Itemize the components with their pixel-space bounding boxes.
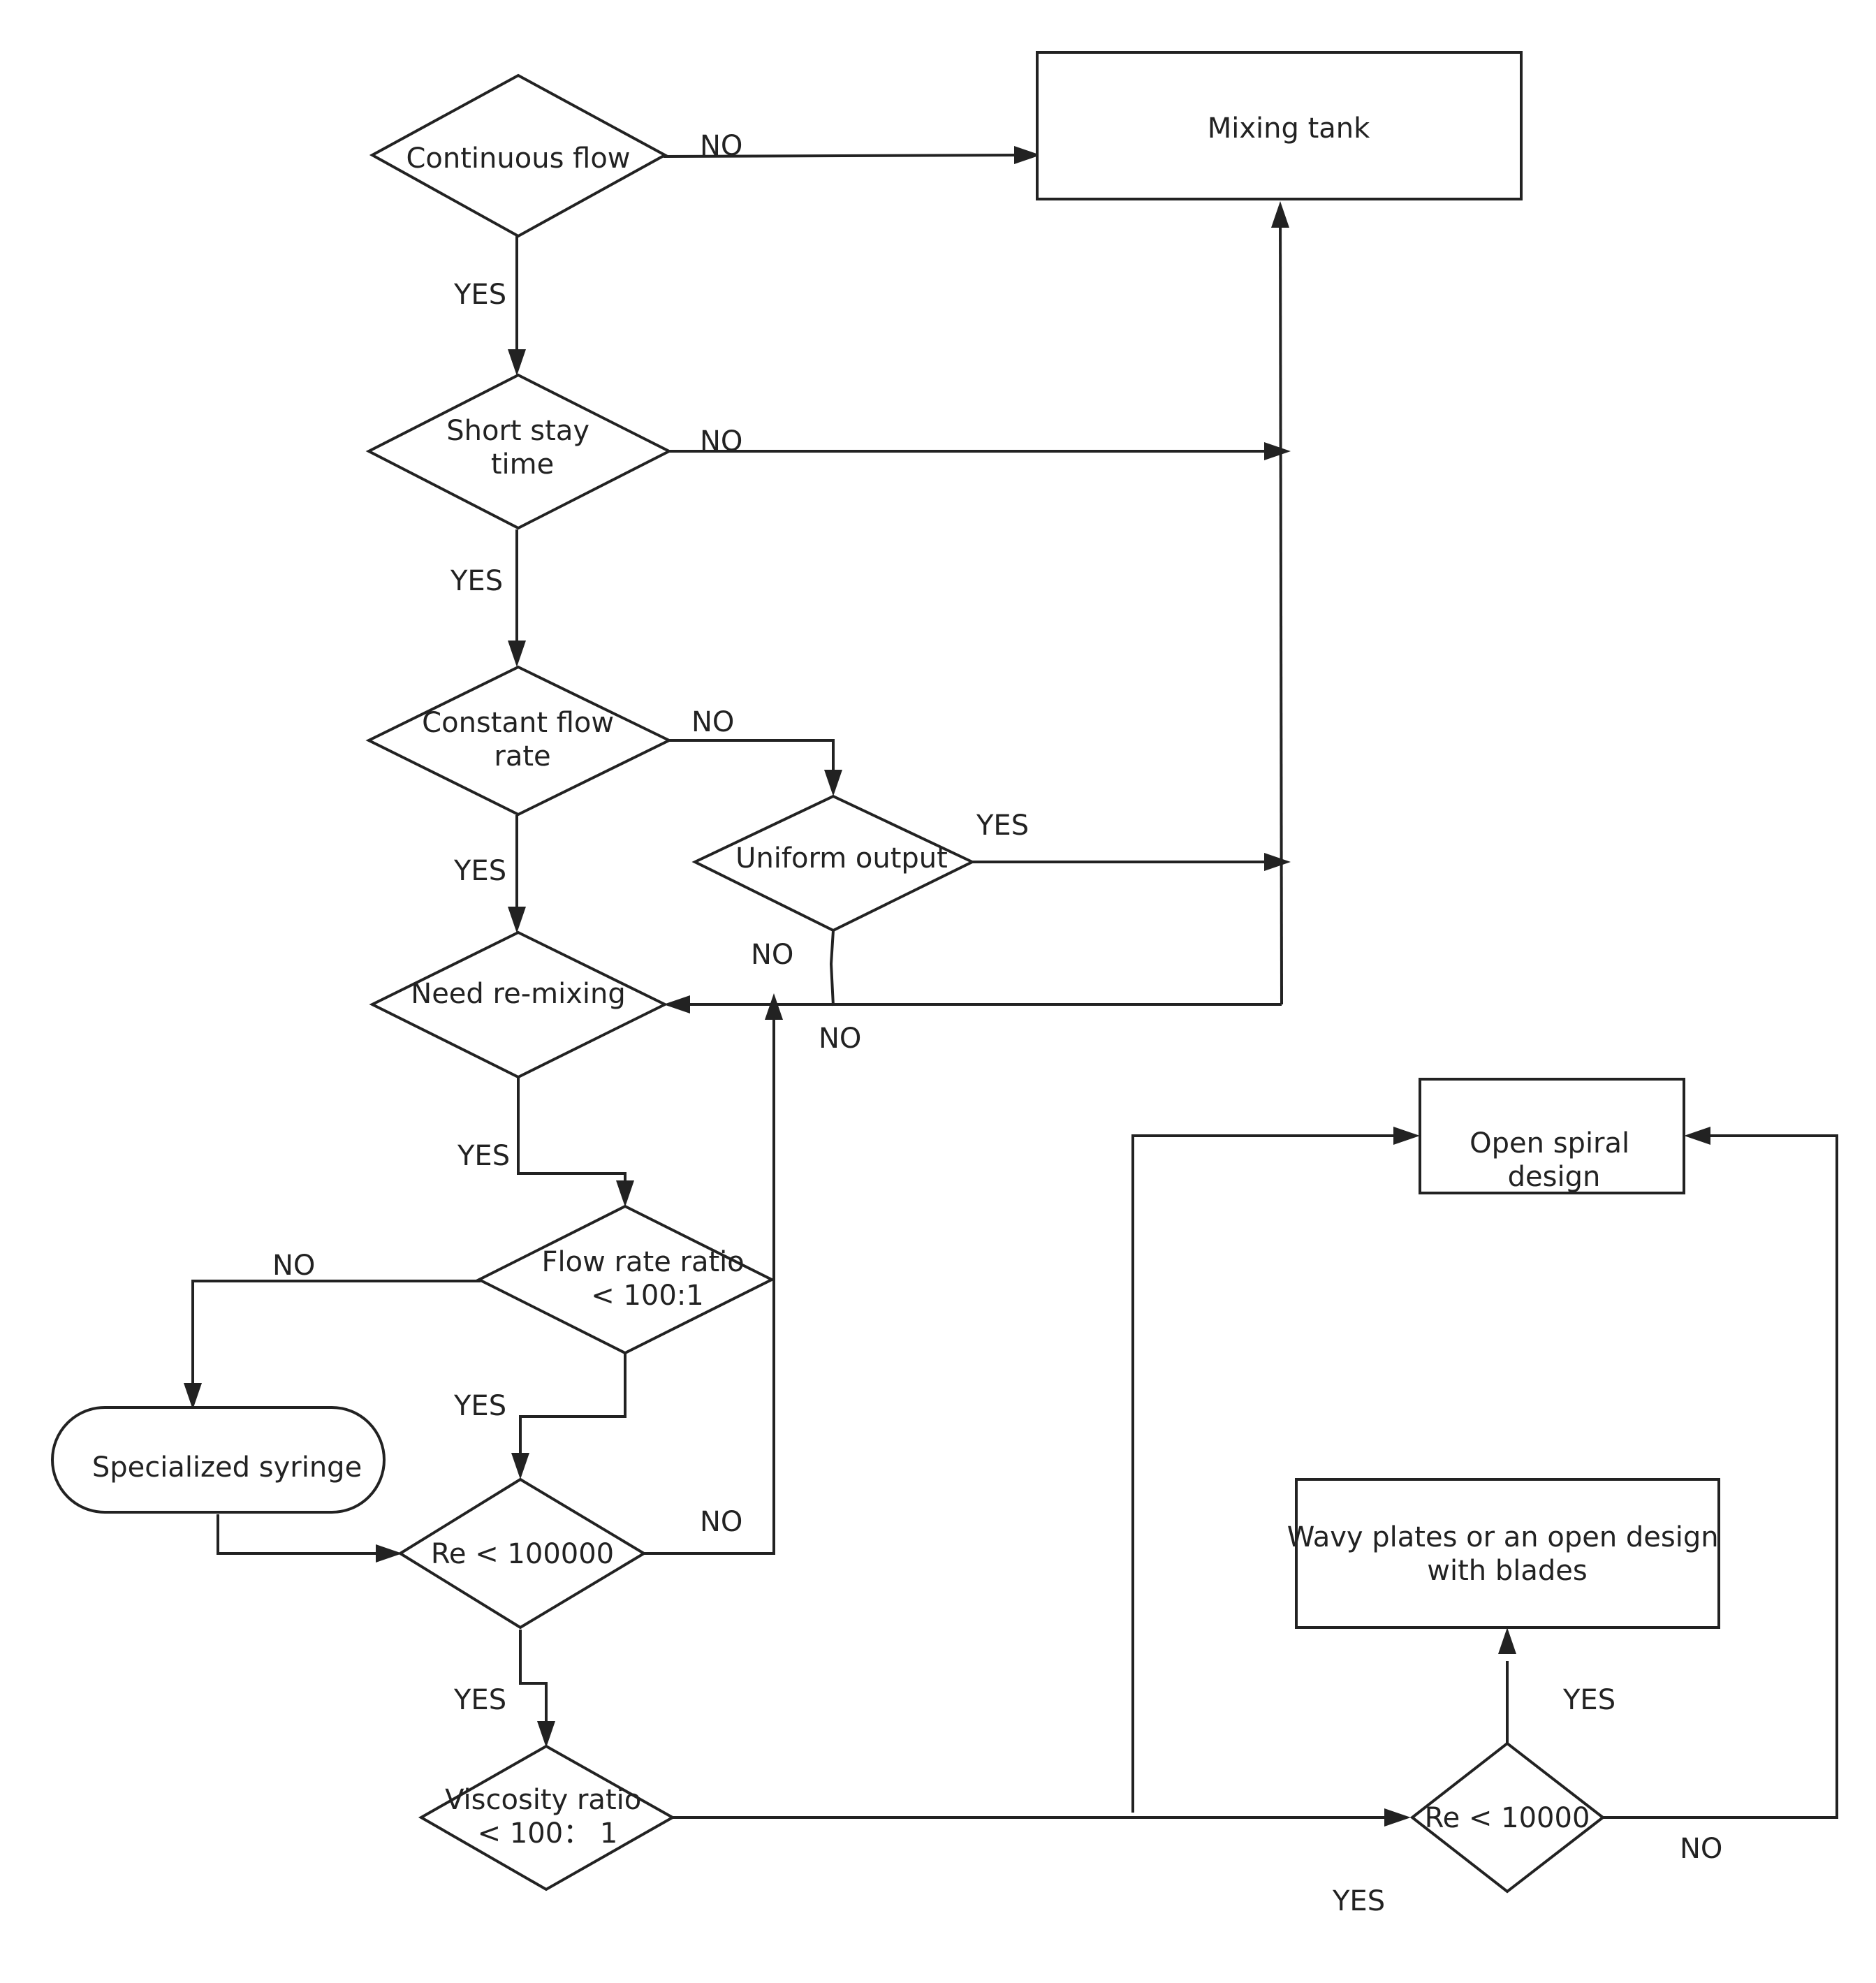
arrowhead-wavy-plates: [1498, 1627, 1516, 1654]
nodes: Continuous flow Mixing tank Short stay t…: [51, 51, 1728, 1894]
process-open-spiral-design: Open spiral design: [1419, 1078, 1685, 1194]
arrowhead-constant-flow: [508, 641, 526, 667]
arrowhead-flow-rate-ratio: [616, 1180, 634, 1207]
edge-constant-to-uniform: [669, 739, 835, 781]
node-label: Specialized syringe: [92, 1451, 362, 1484]
arrowheads: [184, 146, 1710, 1827]
arrowhead-short-stay-trunk: [1264, 442, 1291, 460]
edge-ratio-to-re100000: [519, 1353, 626, 1454]
arrowhead-open-spiral-left: [1393, 1127, 1420, 1145]
edge-re10000-to-open-spiral: [1603, 1134, 1838, 1819]
arrowhead-syringe: [184, 1383, 202, 1410]
arrowhead-re100000-top: [511, 1453, 529, 1479]
decision-constant-flow-rate: Constant flow rate: [365, 665, 673, 817]
edge-label: YES: [450, 565, 503, 597]
node-label: Re < 10000: [1425, 1802, 1590, 1834]
arrowhead-need-remixing-top: [508, 907, 526, 933]
arrowhead-re10000: [1384, 1808, 1411, 1827]
process-wavy-plates: Wavy plates or an open design with blade…: [1287, 1478, 1728, 1629]
edge-label: NO: [1680, 1833, 1722, 1865]
decision-viscosity-ratio: Viscosity ratio < 100： 1: [418, 1744, 676, 1891]
decision-continuous-flow: Continuous flow: [369, 73, 668, 238]
edge-label: YES: [976, 810, 1029, 842]
node-label: Short stay time: [446, 415, 598, 481]
edge-label: YES: [453, 855, 506, 887]
edge-label: YES: [453, 279, 506, 311]
edge-uniform-down-to-bus: [829, 930, 835, 1007]
node-label: Viscosity ratio < 100： 1: [445, 1784, 650, 1850]
node-label: Continuous flow: [406, 142, 630, 175]
arrowhead-mixing-tank-bottom: [1271, 201, 1289, 228]
node-label: Uniform output: [735, 842, 948, 875]
arrowhead-viscosity: [537, 1721, 555, 1748]
decision-need-re-mixing: Need re-mixing: [369, 930, 668, 1079]
arrowhead-short-stay: [508, 349, 526, 376]
arrowhead-mixing-tank-left: [1014, 146, 1041, 164]
edge-label: YES: [453, 1390, 506, 1422]
edge-label: NO: [700, 1506, 742, 1538]
arrowhead-uniform-output: [824, 770, 842, 796]
edge-label: YES: [1562, 1684, 1615, 1716]
node-label: Need re-mixing: [411, 978, 625, 1010]
process-mixing-tank: Mixing tank: [1036, 51, 1523, 200]
edge-label: NO: [691, 706, 734, 738]
arrowhead-re100000-left: [376, 1544, 402, 1563]
arrowhead-feedback-up: [765, 993, 783, 1020]
node-label: Re < 100000: [431, 1538, 614, 1570]
edge-trunk-to-mixing-tank: [1279, 209, 1283, 1005]
edge-label: YES: [1332, 1885, 1385, 1917]
decision-flow-rate-ratio: Flow rate ratio < 100:1: [476, 1204, 775, 1355]
edge-re100000-to-viscosity: [519, 1630, 548, 1729]
node-label: Constant flow rate: [422, 707, 623, 773]
node-label: Open spiral design: [1470, 1127, 1639, 1193]
edge-label: NO: [751, 939, 793, 971]
arrowhead-uniform-trunk: [1264, 853, 1291, 871]
edge-syringe-to-re100000: [217, 1514, 384, 1555]
edge-label: NO: [819, 1023, 861, 1055]
arrowhead-open-spiral-right: [1684, 1127, 1710, 1145]
edge-label: YES: [453, 1684, 506, 1716]
node-label: Mixing tank: [1208, 112, 1370, 145]
edge-viscosity-to-open-spiral: [1131, 1134, 1393, 1813]
edge-continuous-to-mixing-tank: [663, 154, 1020, 158]
edge-label: YES: [457, 1140, 510, 1172]
node-label: Flow rate ratio < 100:1: [542, 1246, 754, 1312]
decision-re-10000: Re < 10000: [1409, 1741, 1606, 1894]
edge-need-remixing-to-ratio: [517, 1078, 626, 1187]
edges: [191, 154, 1838, 1819]
edge-labels: NO YES NO YES NO YES YES NO NO YES NO YE…: [272, 130, 1722, 1917]
decision-re-100000: Re < 100000: [397, 1477, 647, 1630]
decision-short-stay-time: Short stay time: [365, 373, 673, 530]
edge-ratio-to-syringe: [191, 1280, 481, 1391]
decision-uniform-output: Uniform output: [691, 794, 976, 932]
edge-re100000-to-feedback: [644, 1013, 775, 1555]
edge-label: NO: [700, 425, 742, 458]
edge-label: NO: [272, 1250, 315, 1282]
node-label: Wavy plates or an open design with blade…: [1287, 1521, 1728, 1587]
arrowhead-need-remixing-right: [664, 995, 690, 1014]
terminal-specialized-syringe: Specialized syringe: [51, 1406, 386, 1514]
edge-label: NO: [700, 130, 742, 162]
